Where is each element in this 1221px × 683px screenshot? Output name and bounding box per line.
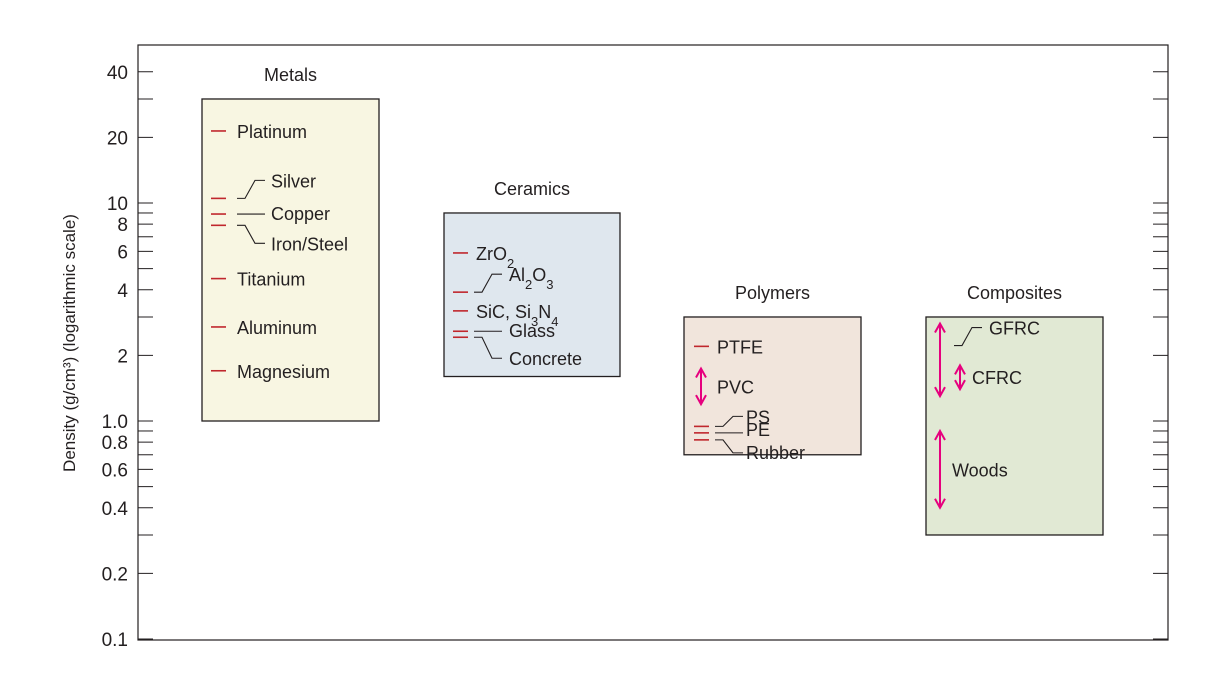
item-label: Iron/Steel	[271, 234, 348, 254]
y-tick-label: 2	[117, 346, 128, 367]
leader-line	[474, 336, 502, 359]
item-label: PVC	[717, 377, 754, 397]
item-label: Woods	[952, 460, 1008, 480]
material-groups: MetalsPlatinumSilverCopperIron/SteelTita…	[201, 65, 1104, 536]
item-label: Silver	[271, 171, 316, 191]
item-label: PE	[746, 420, 770, 440]
item-label: Copper	[271, 204, 330, 224]
group-title: Polymers	[735, 283, 810, 303]
group-box	[201, 98, 380, 422]
leader-line	[474, 273, 502, 293]
range-arrow-down	[934, 386, 946, 399]
leader-line	[715, 439, 743, 454]
y-tick-label: 0.6	[102, 460, 128, 481]
item-label: ZrO2	[476, 244, 514, 271]
y-tick-label: 1.0	[102, 412, 128, 433]
y-tick-label: 0.1	[102, 630, 128, 651]
group-box	[925, 316, 1104, 536]
y-tick-label: 6	[117, 242, 128, 263]
range-arrow-down	[954, 379, 966, 392]
y-tick-label: 4	[117, 281, 128, 302]
group-box	[683, 316, 862, 456]
item-label: PS	[746, 407, 770, 427]
range-arrow-down	[695, 394, 707, 407]
item-label: GFRC	[989, 319, 1040, 339]
group-box	[443, 212, 621, 378]
leader-line	[237, 179, 265, 199]
y-tick-label: 0.8	[102, 433, 128, 454]
item-label: Glass	[509, 321, 555, 341]
item-label: CFRC	[972, 368, 1022, 388]
range-arrow-up	[934, 428, 946, 441]
item-label: PTFE	[717, 337, 763, 357]
group-metals: MetalsPlatinumSilverCopperIron/SteelTita…	[201, 65, 380, 422]
plot-frame	[137, 44, 1169, 641]
range-arrow-up	[695, 366, 707, 378]
leader-line	[715, 415, 743, 427]
item-label: Concrete	[509, 349, 582, 369]
item-label: Magnesium	[237, 362, 330, 382]
leader-line	[954, 326, 982, 347]
item-label: Al2O3	[509, 265, 554, 292]
range-arrow-up	[934, 321, 946, 334]
range-arrow-down	[934, 498, 946, 510]
item-label: Platinum	[237, 122, 307, 142]
range-arrow-up	[954, 363, 966, 375]
y-tick-label: 20	[107, 128, 128, 149]
item-label: Titanium	[237, 270, 305, 290]
item-label: Aluminum	[237, 318, 317, 338]
group-title: Ceramics	[494, 179, 570, 199]
y-axis: 40 20 108 6 4 2 1.00.8 0.6 0.4 0.2 0.1	[102, 63, 1168, 651]
group-title: Metals	[264, 65, 317, 85]
y-tick-label: 10	[107, 194, 128, 215]
item-label: Rubber	[746, 443, 805, 463]
y-tick-label: 8	[117, 215, 128, 236]
y-tick-label: 0.4	[102, 499, 129, 520]
y-tick-label: 0.2	[102, 564, 128, 585]
group-title: Composites	[967, 283, 1062, 303]
item-label: SiC, Si3N4	[476, 302, 558, 329]
y-axis-label: Density (g/cm³) (logarithmic scale)	[60, 214, 79, 472]
y-tick-label: 40	[107, 63, 128, 84]
leader-line	[237, 224, 265, 244]
